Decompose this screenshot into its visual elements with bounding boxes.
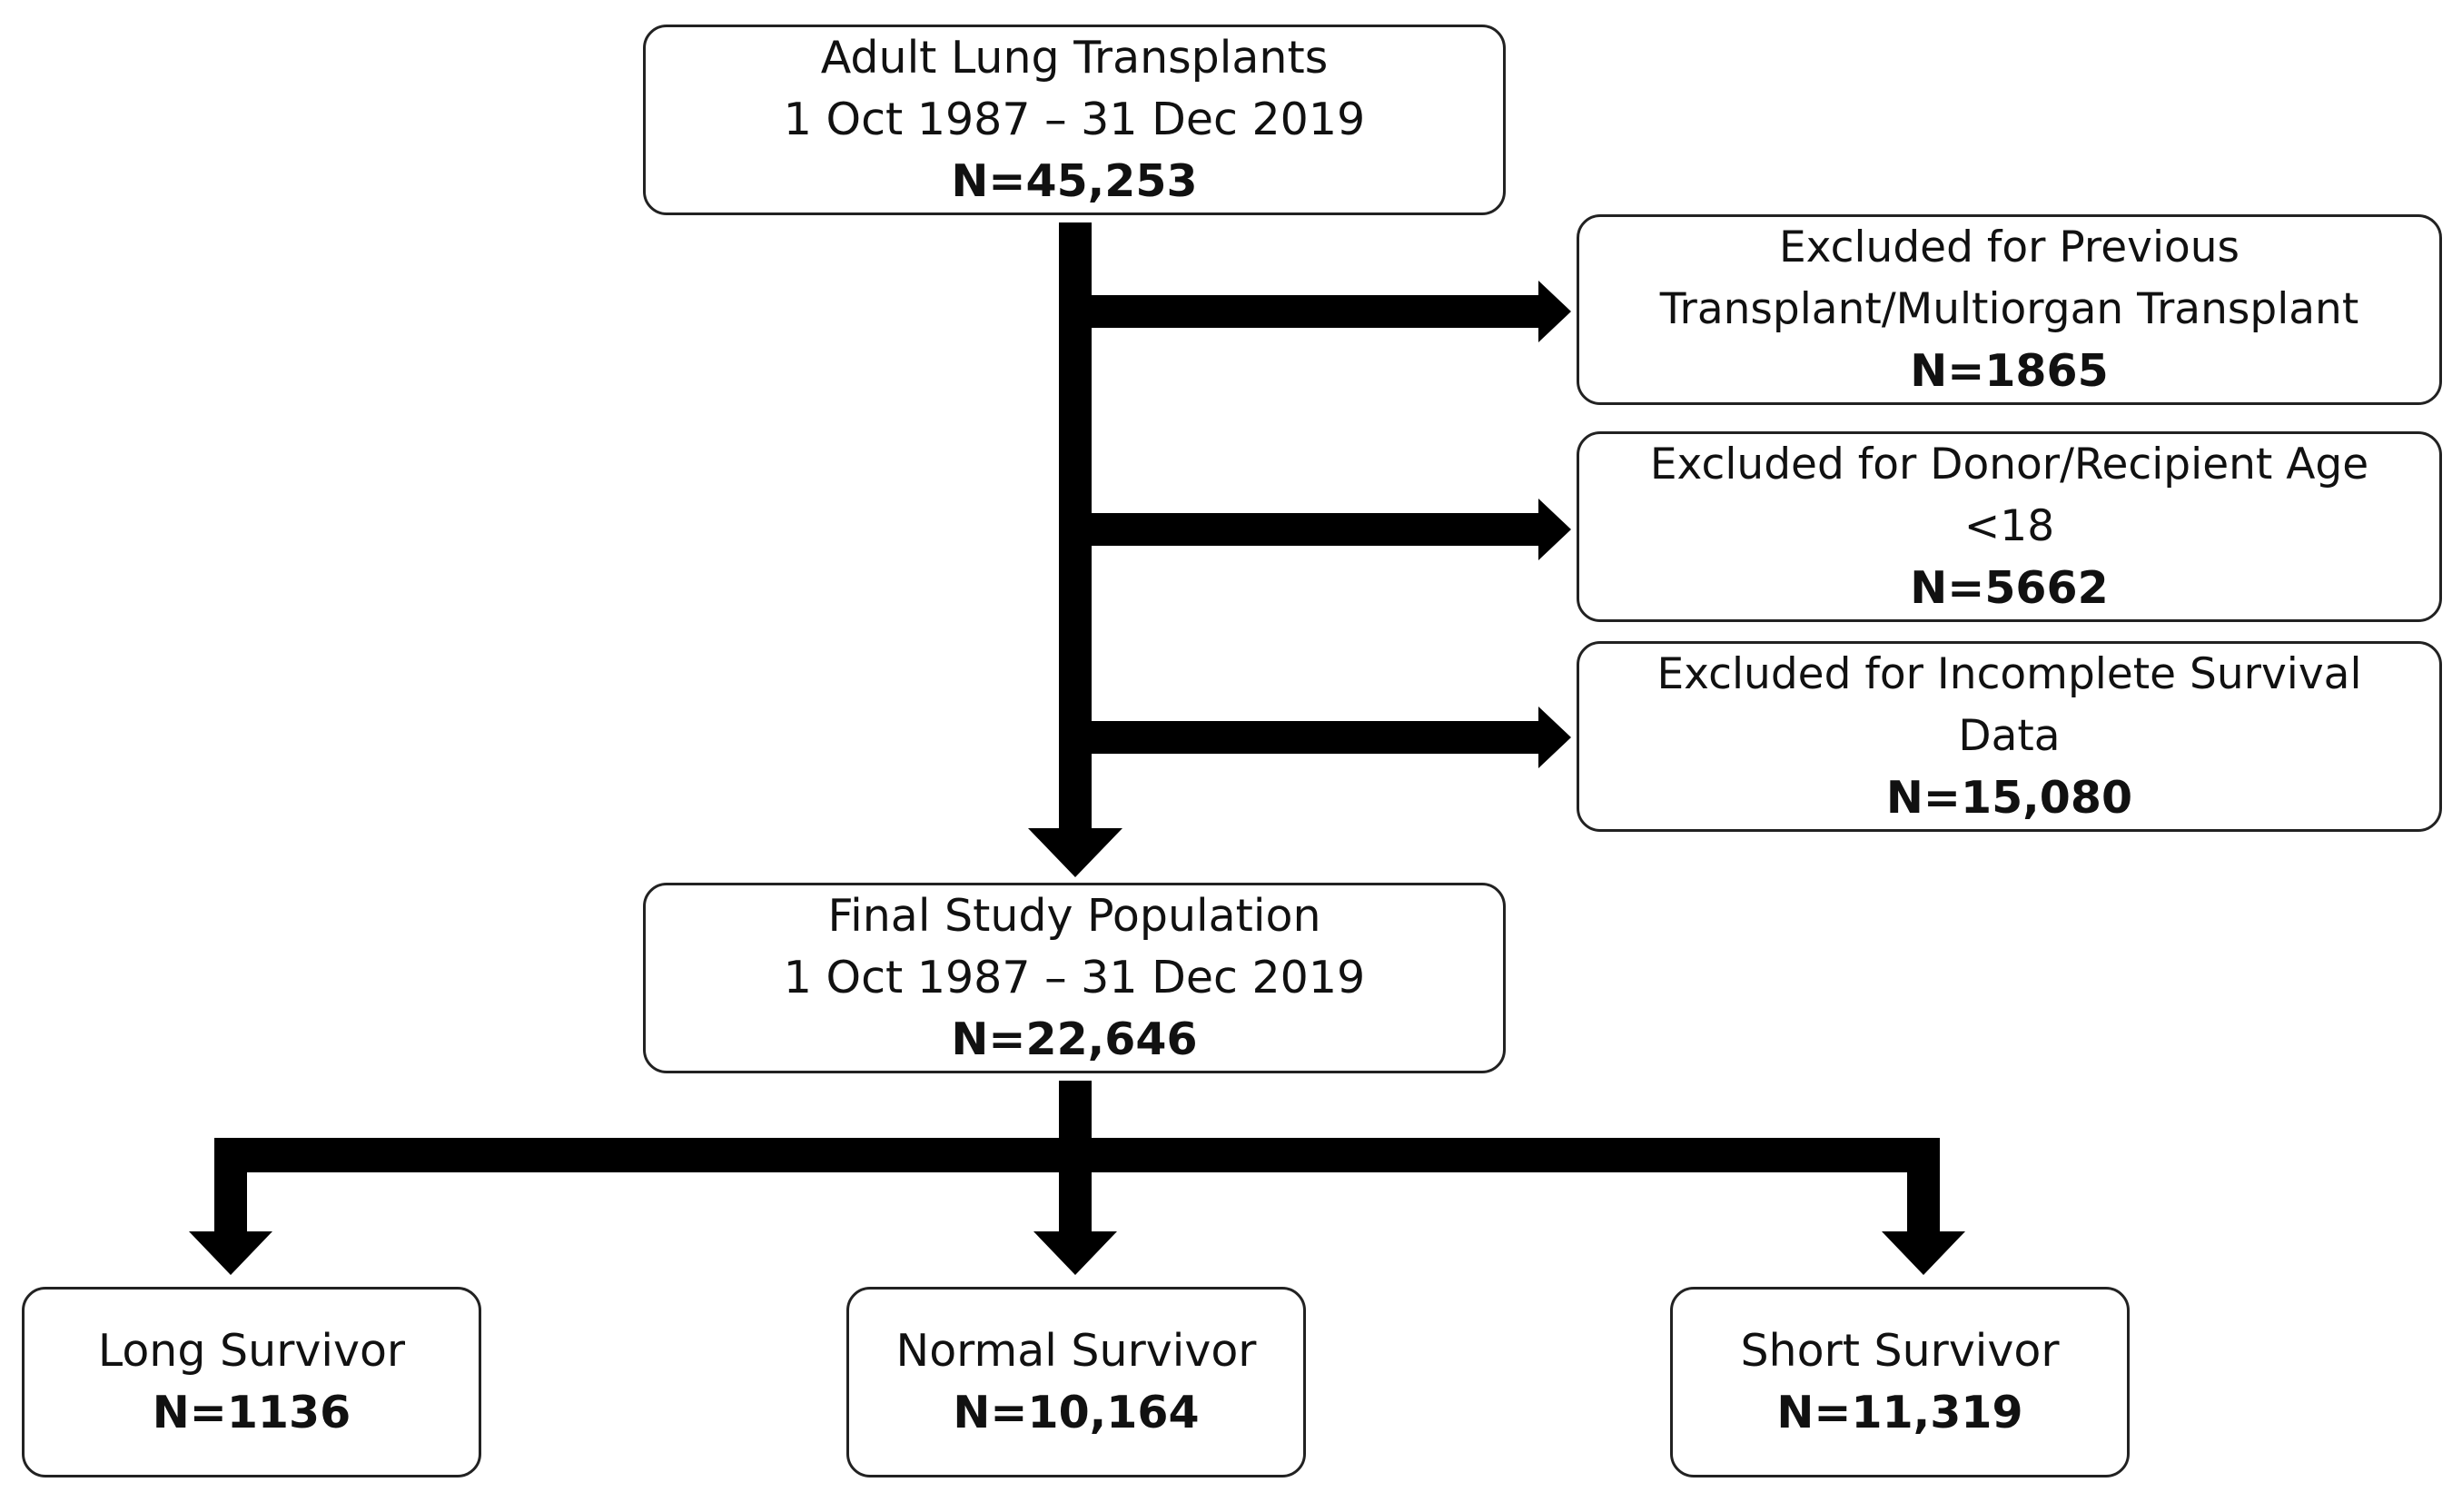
normal-arrowhead	[1033, 1231, 1117, 1275]
exclusion-3-count: N=15,080	[1885, 772, 2133, 824]
final-count: N=22,646	[951, 1013, 1198, 1065]
final-title: Final Study Population	[827, 890, 1321, 942]
short-branch	[1907, 1138, 1940, 1233]
exclusion-1-label-line-1: Excluded for Previous	[1778, 222, 2240, 272]
normal-survivor-label: Normal Survivor	[895, 1325, 1257, 1377]
normal-survivor-count: N=10,164	[953, 1387, 1200, 1438]
source-population-box: Adult Lung Transplants 1 Oct 1987 – 31 D…	[643, 25, 1506, 215]
final-date-range: 1 Oct 1987 – 31 Dec 2019	[783, 952, 1366, 1003]
source-count: N=45,253	[951, 155, 1198, 207]
short-survivor-box: Short Survivor N=11,319	[1670, 1287, 2130, 1477]
exclusion-3-label-line-2: Data	[1958, 711, 2061, 761]
long-arrowhead	[189, 1231, 272, 1275]
split-stem	[1059, 1081, 1092, 1144]
short-arrowhead	[1882, 1231, 1965, 1275]
exclusion-3-arrowhead	[1538, 707, 1571, 768]
short-survivor-label: Short Survivor	[1740, 1325, 2060, 1377]
exclusion-3-branch	[1059, 721, 1540, 754]
exclusion-2-label-line-1: Excluded for Donor/Recipient Age	[1649, 440, 2369, 489]
short-survivor-count: N=11,319	[1776, 1387, 2023, 1438]
long-survivor-count: N=1136	[152, 1387, 351, 1438]
exclusion-age-box: Excluded for Donor/Recipient Age <18 N=5…	[1577, 431, 2442, 622]
exclusion-1-arrowhead	[1538, 281, 1571, 342]
exclusion-2-count: N=5662	[1910, 562, 2109, 614]
main-trunk-arrowhead	[1028, 828, 1122, 877]
exclusion-2-branch	[1059, 513, 1540, 546]
exclusion-previous-transplant-box: Excluded for Previous Transplant/Multior…	[1577, 214, 2442, 405]
exclusion-1-label-line-2: Transplant/Multiorgan Transplant	[1659, 284, 2359, 334]
source-title: Adult Lung Transplants	[820, 32, 1329, 84]
normal-branch	[1059, 1138, 1092, 1233]
exclusion-1-branch	[1059, 295, 1540, 328]
exclusion-1-count: N=1865	[1910, 345, 2109, 397]
exclusion-2-label-line-2: <18	[1963, 501, 2055, 551]
long-survivor-label: Long Survivor	[97, 1325, 406, 1377]
long-branch	[214, 1138, 247, 1233]
long-survivor-box: Long Survivor N=1136	[22, 1287, 481, 1477]
exclusion-2-arrowhead	[1538, 499, 1571, 560]
exclusion-incomplete-data-box: Excluded for Incomplete Survival Data N=…	[1577, 641, 2442, 832]
exclusion-3-label-line-1: Excluded for Incomplete Survival	[1656, 649, 2362, 699]
final-population-box: Final Study Population 1 Oct 1987 – 31 D…	[643, 883, 1506, 1073]
normal-survivor-box: Normal Survivor N=10,164	[846, 1287, 1306, 1477]
source-date-range: 1 Oct 1987 – 31 Dec 2019	[783, 94, 1366, 145]
